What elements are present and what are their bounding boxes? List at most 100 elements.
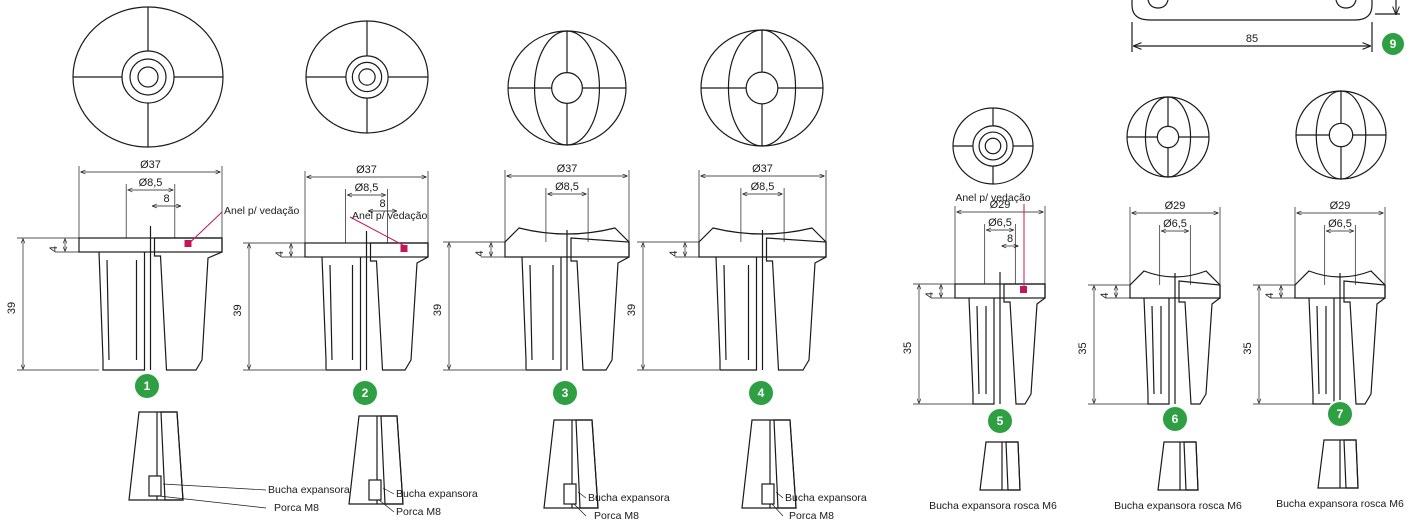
body-section-hatched	[369, 242, 429, 371]
seal-callout-label: Anel p/ vedação	[224, 205, 299, 217]
bore-wall	[1316, 305, 1320, 395]
bore-wall	[529, 264, 533, 361]
concentric-ring	[358, 68, 376, 86]
bore-wall	[329, 264, 333, 361]
center-hole	[551, 72, 583, 104]
body-section-hatched	[570, 237, 630, 371]
seal-callout-label: Anel p/ vedação	[955, 192, 1030, 204]
body-section-hatched	[765, 237, 827, 371]
plate-length-label: 85	[1246, 33, 1258, 45]
body-section-hatched	[153, 237, 223, 371]
badge-3	[551, 379, 579, 407]
sleeve-section	[380, 415, 404, 505]
lip-label: 4	[48, 246, 60, 252]
badge-7-number: 7	[1337, 407, 1344, 421]
sleeve-label: Bucha expansora rosca M6	[929, 500, 1057, 512]
body-left-half	[98, 251, 146, 371]
section-view	[304, 231, 429, 371]
sleeve-label: Bucha expansora	[268, 484, 350, 496]
badge-6-number: 6	[1172, 412, 1179, 426]
badge-4	[747, 379, 775, 407]
diameter-label: Ø37	[140, 159, 161, 171]
body-left-half	[321, 256, 362, 371]
nut-m8	[148, 475, 162, 497]
plate-outline	[1131, 0, 1373, 21]
height-label: 35	[902, 342, 914, 354]
center-hole	[1156, 125, 1180, 149]
bore-wall	[1151, 305, 1155, 395]
sleeve-section	[773, 419, 797, 509]
diameter-label: Ø29	[1165, 200, 1186, 212]
top-view	[72, 6, 224, 148]
sleeve-label: Bucha expansora	[785, 492, 867, 504]
section-view	[1294, 270, 1386, 405]
top-view	[1295, 90, 1387, 180]
lip-label: 4	[1099, 292, 1111, 298]
concentric-ring	[137, 66, 159, 88]
body-section-hatched	[1178, 280, 1221, 405]
section-view	[698, 227, 827, 371]
badge-5-number: 5	[997, 414, 1004, 428]
plate-item-9: 85 9	[1131, 0, 1406, 57]
lip-label: 4	[274, 251, 286, 257]
body-section-hatched	[1343, 280, 1386, 405]
nut-label: Porca M8	[789, 510, 834, 521]
badge-6	[1161, 405, 1189, 433]
bore-label: Ø8,5	[355, 182, 379, 194]
diameter-label: Ø29	[1330, 200, 1351, 212]
bore-label: Ø8,5	[139, 177, 163, 189]
height-label: 35	[1077, 342, 1089, 354]
top-view	[700, 29, 824, 147]
nut-m8	[368, 479, 382, 501]
step-label: 8	[163, 193, 169, 205]
bore-label: Ø8,5	[751, 181, 775, 193]
top-view	[1126, 96, 1210, 178]
nut-label: Porca M8	[594, 510, 639, 521]
height-label: 35	[1242, 342, 1254, 354]
dome-meridian	[533, 30, 601, 146]
lip-label: 4	[474, 250, 486, 256]
bore-wall	[976, 305, 980, 395]
body-left-half	[521, 256, 562, 371]
badge-9	[1380, 31, 1406, 57]
height-label: 39	[232, 304, 244, 316]
bore-label: Ø8,5	[555, 181, 579, 193]
dome-meridian	[1144, 96, 1192, 178]
expansion-sleeve: Bucha expansora rosca M6	[1276, 439, 1404, 510]
sleeve-section	[575, 419, 599, 509]
bore-label: Ø6,5	[988, 217, 1012, 229]
sleeve-section	[1183, 441, 1199, 491]
lip-label: 4	[668, 250, 680, 256]
sleeve-label: Bucha expansora rosca M6	[1276, 498, 1404, 510]
dome-meridian	[727, 29, 797, 147]
step-label: 8	[379, 198, 385, 210]
bore-label: Ø6,5	[1163, 218, 1187, 230]
seal-ring	[400, 245, 408, 252]
top-view	[507, 30, 627, 146]
lip-label: 4	[924, 292, 936, 298]
expansion-sleeve: Bucha expansora rosca M6	[1114, 441, 1242, 512]
height-label: 39	[6, 302, 18, 314]
step-label: 8	[1007, 233, 1013, 245]
nut-label: Porca M8	[396, 506, 441, 518]
plate-hole-left	[1147, 0, 1169, 9]
section-view	[78, 226, 223, 371]
expansion-sleeve: Bucha expansora rosca M6	[929, 441, 1057, 512]
body-left-half	[968, 297, 995, 405]
plate-hole-right	[1335, 0, 1357, 9]
section-view	[954, 272, 1046, 405]
